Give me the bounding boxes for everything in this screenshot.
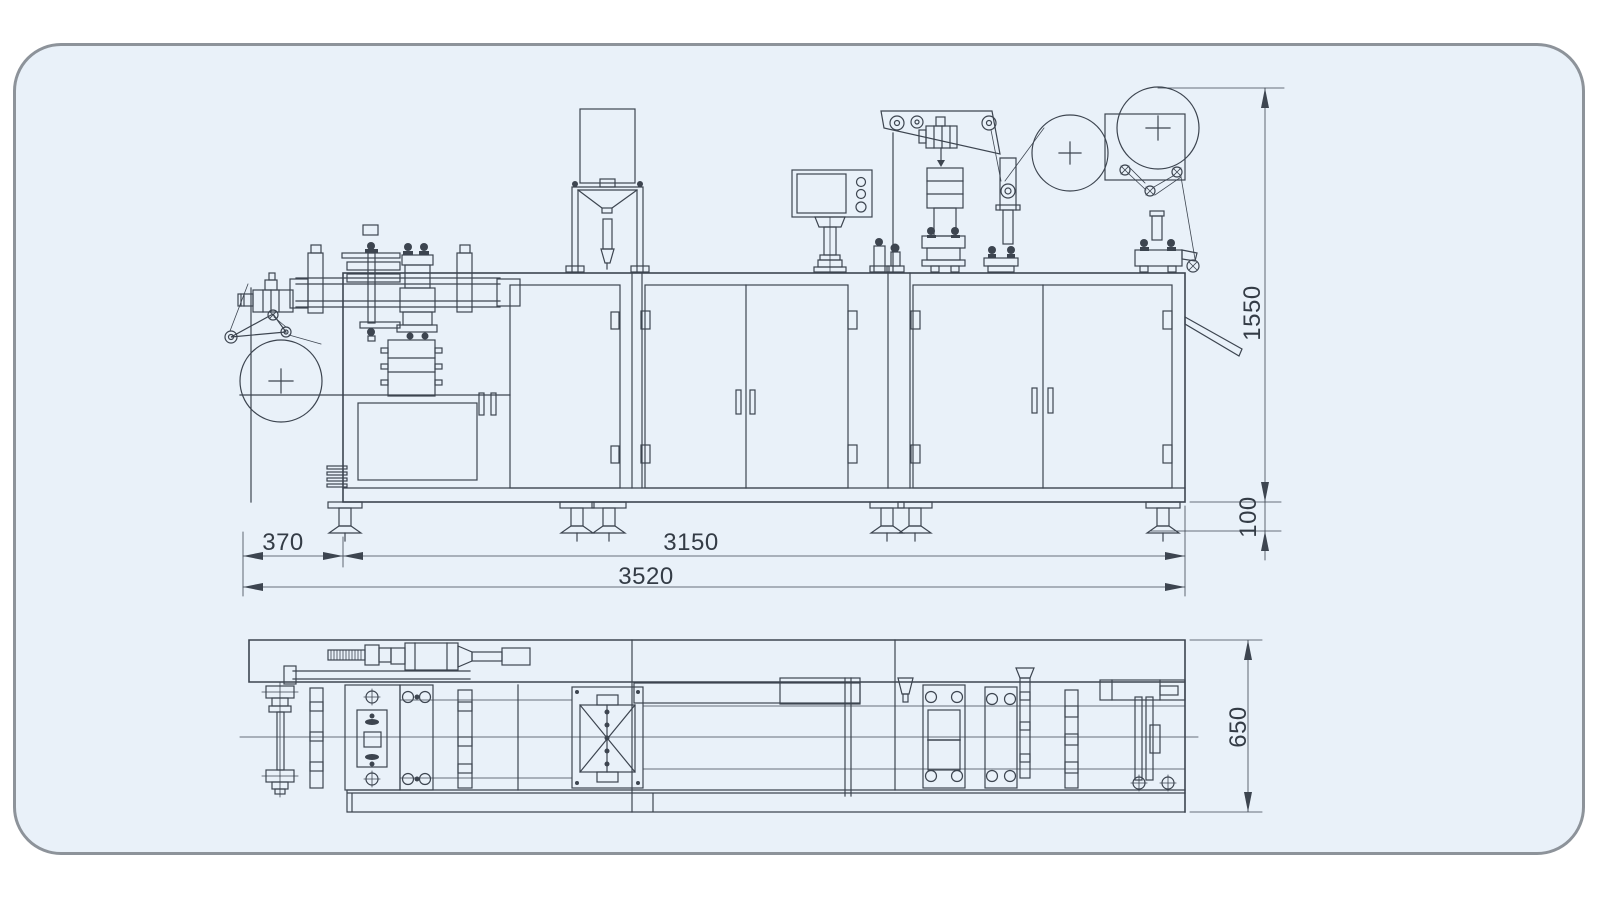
foil-roll-small bbox=[1031, 114, 1109, 192]
hmi-button bbox=[855, 201, 867, 213]
foot bbox=[897, 501, 933, 542]
forming-plate-plan bbox=[344, 684, 401, 791]
punching-station bbox=[1134, 210, 1200, 273]
hmi-screen bbox=[796, 173, 847, 214]
index-screw-assembly bbox=[283, 642, 531, 685]
indexing-plate-plan bbox=[984, 686, 1018, 789]
drawing-sheet-panel bbox=[13, 43, 1585, 855]
foil-unwind-station bbox=[869, 86, 1200, 273]
dimensions-front: 370 3150 3520 1550 100 bbox=[242, 87, 1285, 597]
foot bbox=[591, 501, 627, 542]
cabinet-doors-middle bbox=[640, 284, 858, 489]
conveyor-block bbox=[633, 677, 861, 705]
machine-feet bbox=[327, 501, 1181, 542]
foil-roll-large bbox=[1116, 86, 1200, 170]
dim-1550-label: 1550 bbox=[1239, 285, 1266, 340]
feeder-station-plan bbox=[571, 686, 644, 789]
sealing-plate-plan bbox=[922, 684, 966, 789]
film-roll bbox=[239, 339, 323, 423]
louver-vents bbox=[326, 465, 348, 488]
dim-100-label: 100 bbox=[1235, 496, 1262, 538]
cabinet-doors-right bbox=[910, 284, 1173, 489]
foot bbox=[559, 501, 595, 542]
center-mark-icon bbox=[268, 368, 294, 394]
bed-outline bbox=[239, 639, 1199, 813]
center-mark-icon bbox=[1145, 115, 1171, 141]
clamp-plate-plan bbox=[399, 684, 434, 791]
guide-rollers bbox=[1119, 164, 1183, 197]
film-roll-unwinder bbox=[224, 272, 344, 503]
dancer-arm bbox=[230, 313, 288, 338]
front-view: 370 3150 3520 1550 100 bbox=[224, 86, 1285, 597]
cabinet bbox=[326, 272, 1186, 503]
sealing-station bbox=[921, 167, 966, 273]
cabinet-door-left bbox=[509, 284, 621, 489]
guide-bars bbox=[309, 667, 1079, 789]
dim-650-label: 650 bbox=[1225, 706, 1252, 748]
top-view: 650 bbox=[239, 639, 1263, 813]
cutting-station-plan bbox=[1099, 679, 1186, 792]
roll-spindle bbox=[261, 681, 299, 798]
hmi-button bbox=[855, 176, 867, 188]
dim-3520-label: 3520 bbox=[618, 563, 673, 590]
forming-station bbox=[289, 224, 521, 416]
hmi-button bbox=[855, 188, 867, 200]
center-mark-icon bbox=[1058, 141, 1082, 165]
discharge-chute bbox=[1184, 315, 1243, 357]
hopper-feeder bbox=[565, 108, 650, 273]
dim-370-label: 370 bbox=[262, 529, 304, 556]
foot bbox=[1145, 501, 1181, 542]
control-panel bbox=[791, 169, 873, 273]
dimensions-top: 650 bbox=[1189, 639, 1263, 813]
dim-3150-label: 3150 bbox=[663, 529, 718, 556]
foot bbox=[327, 501, 363, 542]
